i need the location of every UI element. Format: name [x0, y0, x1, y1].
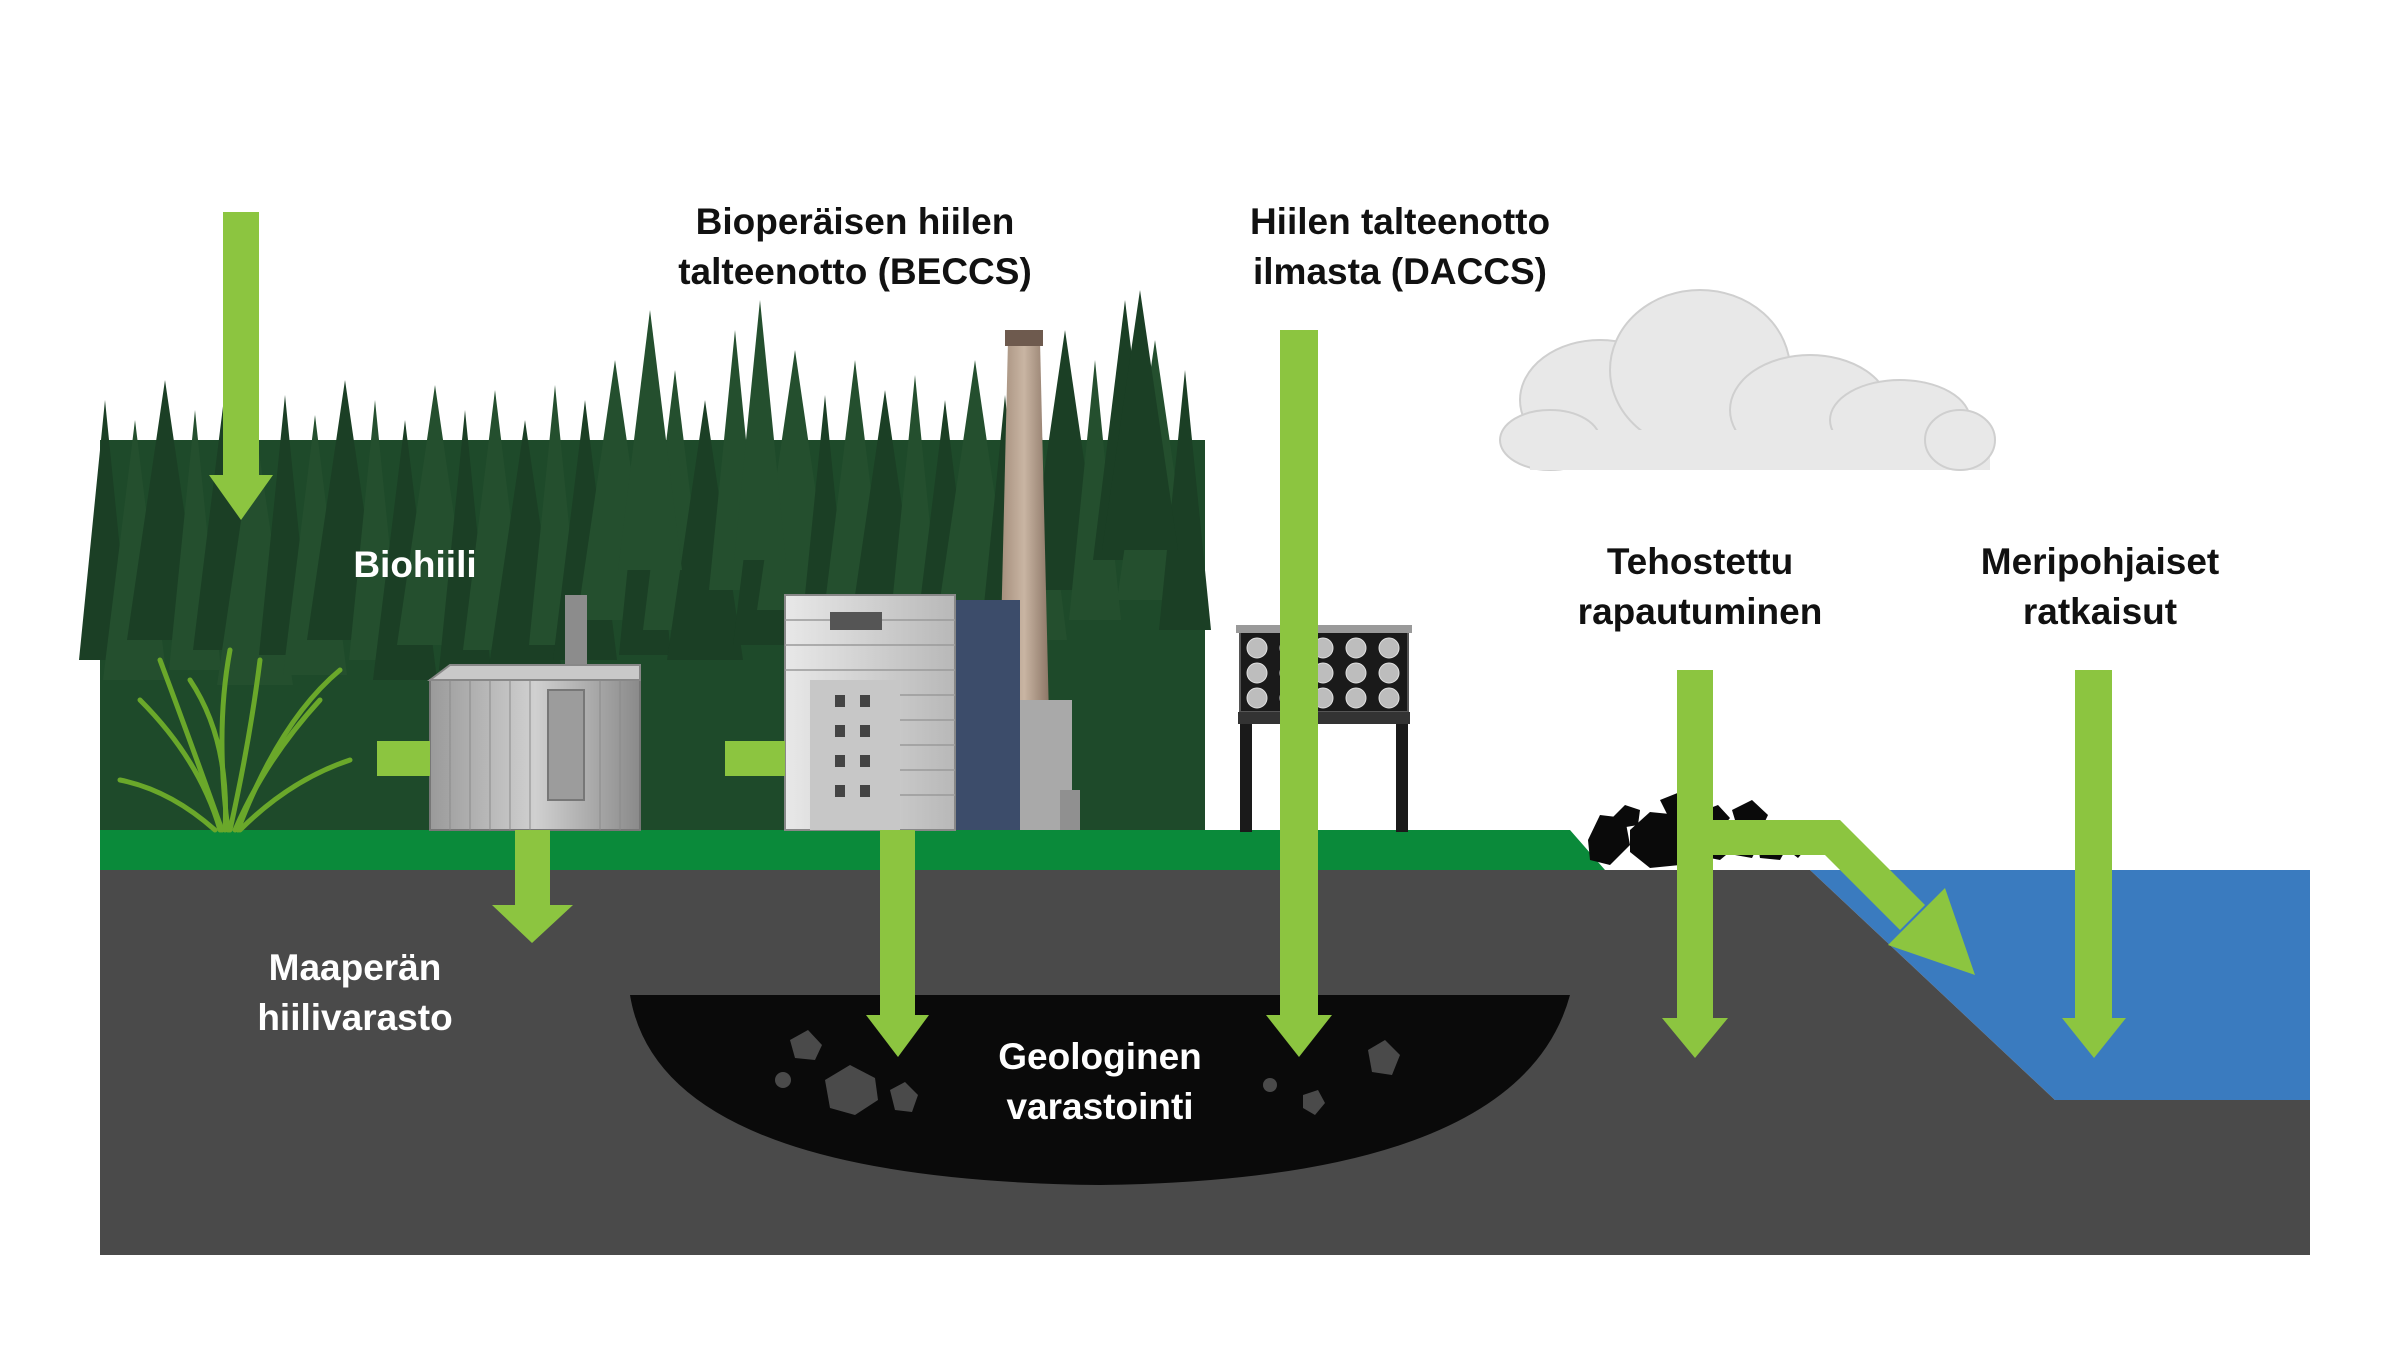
label-beccs-line2: talteenotto (BECCS) — [678, 251, 1032, 292]
label-ocean-line1: Meripohjaiset — [1980, 541, 2220, 582]
label-biochar-text: Biohiili — [353, 544, 477, 585]
arrow-biochar-down — [209, 212, 273, 520]
label-ocean-line2: ratkaisut — [2022, 591, 2178, 632]
arrow-soil-storage — [492, 830, 573, 943]
label-soil-storage: Maaperän hiilivarasto — [215, 943, 495, 1043]
geo-rocks-icon — [775, 1030, 1400, 1115]
label-daccs-line1: Hiilen talteenotto — [1249, 201, 1551, 242]
arrow-ocean-down — [2062, 670, 2126, 1058]
cloud-icon — [1499, 289, 1996, 471]
arrow-weathering-down — [1662, 670, 1728, 1058]
label-biochar: Biohiili — [330, 540, 500, 590]
arrow-weathering-sea — [1713, 820, 1975, 975]
label-weathering-line2: rapautuminen — [1577, 591, 1823, 632]
grass-plant-icon — [117, 647, 353, 833]
label-geological-storage: Geologinen varastointi — [960, 1032, 1240, 1132]
dac-fan-unit-icon — [1236, 625, 1412, 832]
label-soil-line2: hiilivarasto — [257, 997, 453, 1038]
label-beccs: Bioperäisen hiilen talteenotto (BECCS) — [630, 197, 1080, 297]
arrow-beccs-horizontal — [725, 741, 785, 776]
geological-storage-basin — [630, 995, 1570, 1185]
label-daccs: Hiilen talteenotto ilmasta (DACCS) — [1190, 197, 1610, 297]
label-beccs-line1: Bioperäisen hiilen — [695, 201, 1015, 242]
label-geo-line1: Geologinen — [998, 1036, 1202, 1077]
arrow-biochar-horizontal — [377, 741, 430, 776]
grass-strip — [100, 830, 1605, 870]
label-soil-line1: Maaperän — [268, 947, 442, 988]
label-daccs-line2: ilmasta (DACCS) — [1253, 251, 1547, 292]
label-geo-line2: varastointi — [1006, 1086, 1194, 1127]
power-plant-icon — [784, 594, 1080, 831]
label-weathering: Tehostettu rapautuminen — [1525, 537, 1875, 637]
pyrolysis-unit-icon — [427, 595, 641, 831]
arrows — [209, 212, 2126, 1058]
label-ocean: Meripohjaiset ratkaisut — [1925, 537, 2275, 637]
arrow-daccs-down — [1266, 330, 1332, 1057]
arrow-beccs-down — [866, 830, 929, 1057]
label-weathering-line1: Tehostettu — [1606, 541, 1794, 582]
